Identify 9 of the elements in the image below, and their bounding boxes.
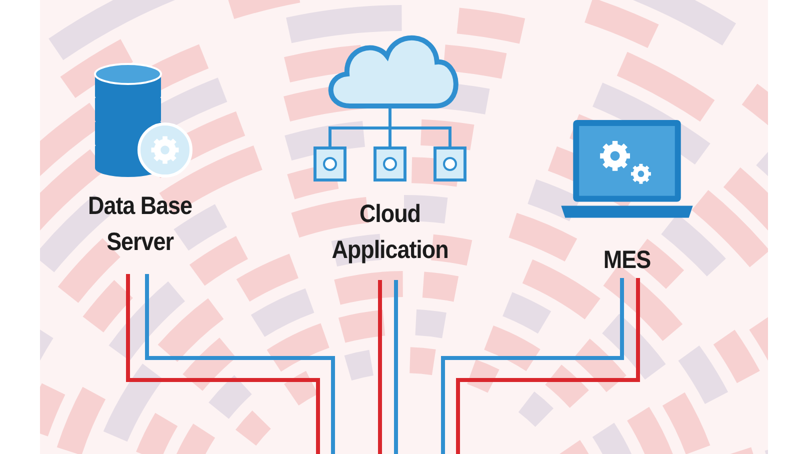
connector-line [126,274,320,454]
node-label: MES [602,244,652,276]
node-label: Data Base Server [87,191,193,258]
connector-line [441,278,624,454]
connector-line [378,280,382,454]
connector-line [456,278,640,454]
connector-line [394,280,398,454]
connector-line [145,274,335,454]
node-label: Cloud Application [330,199,450,266]
